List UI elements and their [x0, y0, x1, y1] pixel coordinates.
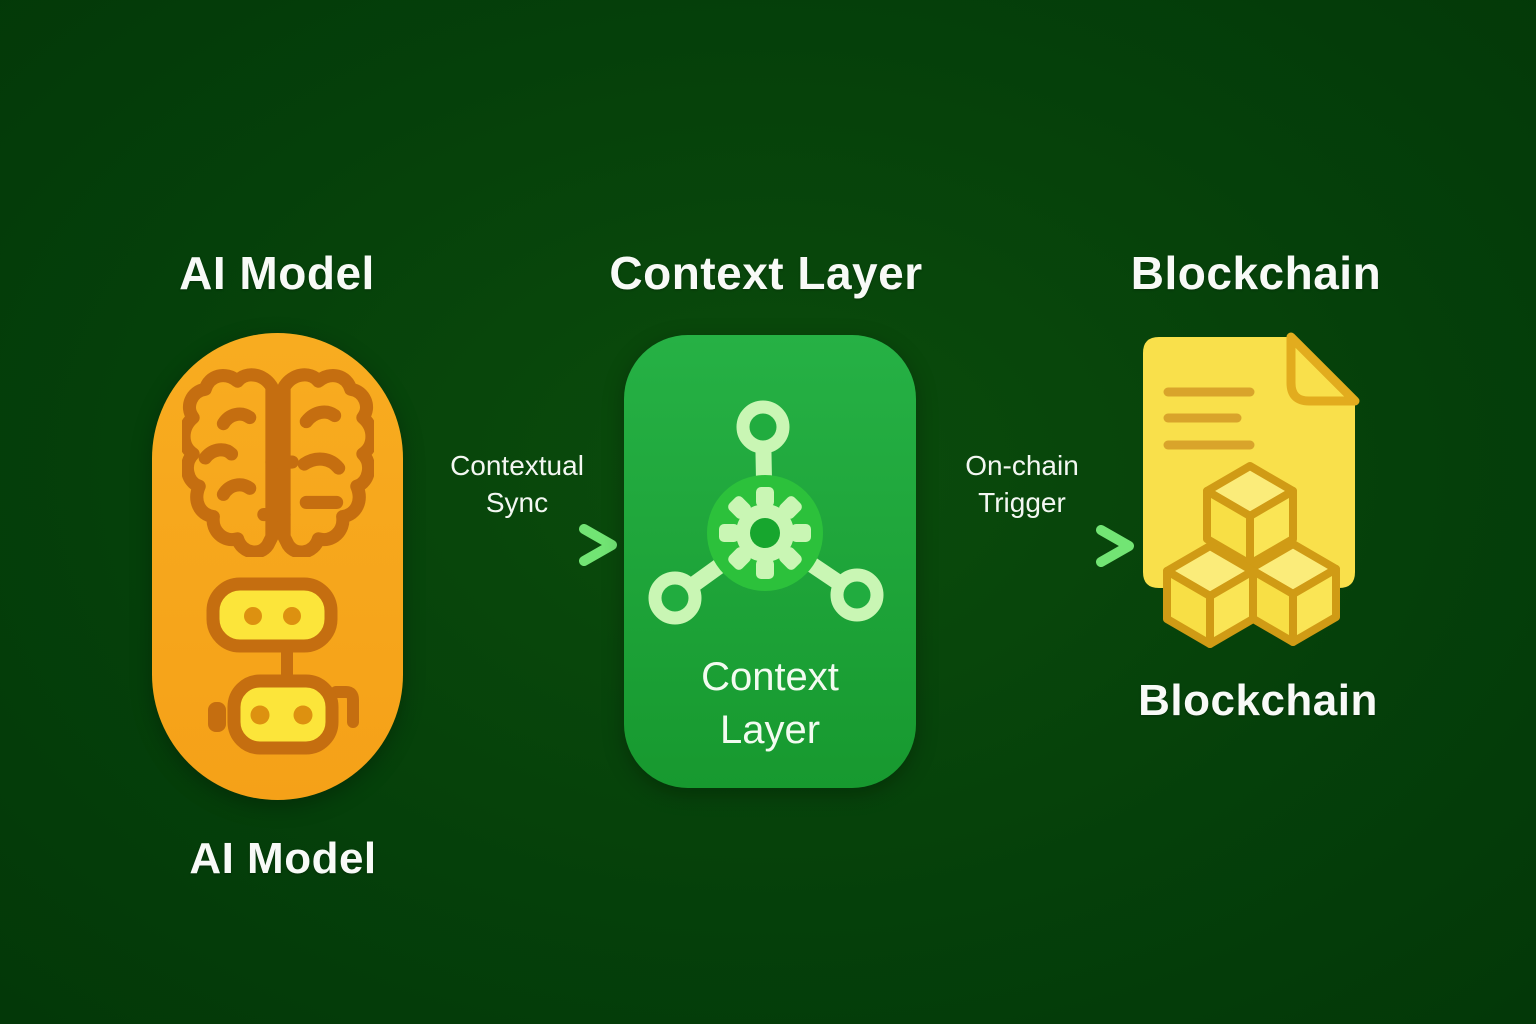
arrow-right-icon: [915, 525, 1134, 567]
network-nodes: [648, 400, 884, 625]
robot-ear-left: [208, 702, 226, 732]
ai-model-node: [152, 333, 403, 800]
robot-eye: [244, 607, 262, 625]
blockchain-title: Blockchain: [1130, 247, 1382, 299]
ai-model-caption: AI Model: [189, 834, 377, 883]
blockchain-cubes: [1163, 462, 1340, 648]
robot-icon: [206, 577, 359, 755]
robot-eye: [283, 607, 301, 625]
document-text-lines: [1163, 387, 1255, 450]
gear-icon: [719, 487, 811, 579]
document-cubes-icon: [1143, 332, 1360, 648]
robot-eye: [293, 705, 313, 725]
ai-model-title: AI Model: [179, 247, 375, 299]
gear-network-icon: [648, 400, 884, 625]
arrow-right-icon: [398, 524, 617, 566]
robot-antenna: [330, 686, 359, 728]
context-layer-title: Context Layer: [609, 247, 923, 299]
document-fold: [1286, 332, 1360, 406]
robot-eye: [250, 705, 270, 725]
blockchain-caption: Blockchain: [1138, 676, 1378, 725]
context-layer-box-label: Context Layer: [701, 655, 839, 752]
contextual-sync-label: Contextual Sync: [450, 450, 584, 518]
on-chain-trigger-label: On-chain Trigger: [965, 450, 1079, 518]
brain-icon: [182, 368, 374, 557]
